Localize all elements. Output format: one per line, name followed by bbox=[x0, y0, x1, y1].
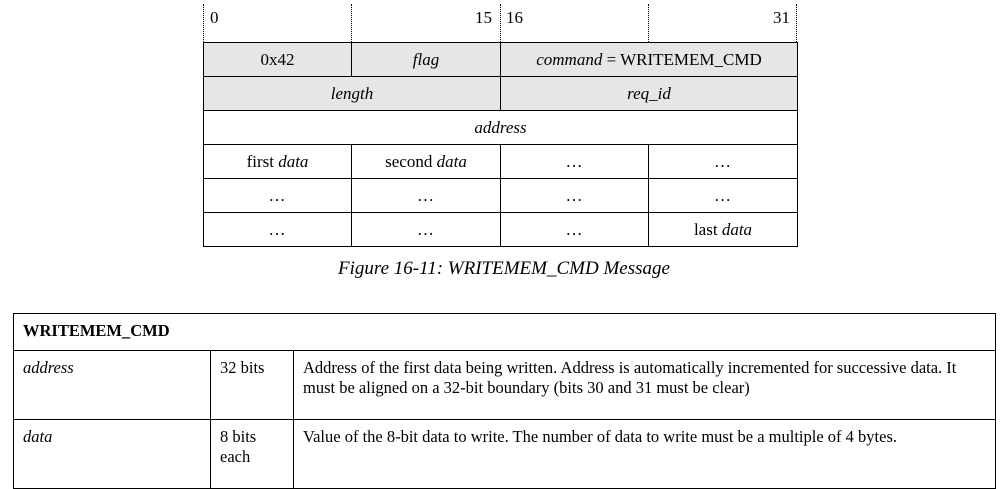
packet-cell-ellipsis: … bbox=[203, 178, 352, 213]
packet-cell-ellipsis: … bbox=[500, 144, 649, 179]
packet-cell-second-data: second data bbox=[351, 144, 501, 179]
bit-label-0: 0 bbox=[210, 8, 219, 27]
dropline-bit-24 bbox=[648, 4, 649, 42]
bit-label-16: 16 bbox=[506, 8, 523, 27]
packet-cell-address: address bbox=[203, 110, 798, 145]
packet-cell-req-id: req_id bbox=[500, 76, 798, 111]
packet-cell-second-data-field: data bbox=[436, 151, 467, 171]
packet-cell-last-data-field: data bbox=[721, 219, 753, 239]
packet-row-data-middle: … … … … bbox=[203, 178, 798, 213]
packet-cell-command-field: command bbox=[536, 49, 603, 69]
bit-label-31: 31 bbox=[773, 8, 790, 27]
field-name-address: address bbox=[13, 350, 211, 420]
dropline-bit-0 bbox=[203, 4, 204, 42]
field-description-table-wrapper: WRITEMEM_CMD address 32 bits Address of … bbox=[13, 313, 996, 489]
packet-cell-flag: flag bbox=[351, 42, 501, 77]
packet-cell-magic: 0x42 bbox=[203, 42, 352, 77]
table-row: data 8 bits each Value of the 8-bit data… bbox=[13, 419, 996, 489]
packet-cell-command: command = WRITEMEM_CMD bbox=[500, 42, 798, 77]
dropline-bit-8 bbox=[351, 4, 352, 42]
bit-label-15: 15 bbox=[475, 8, 492, 27]
packet-layout-table: 0x42 flag command = WRITEMEM_CMD length … bbox=[203, 42, 798, 247]
packet-row-header-word: 0x42 flag command = WRITEMEM_CMD bbox=[203, 42, 798, 77]
packet-row-data-first: first data second data … … bbox=[203, 144, 798, 179]
packet-row-length-reqid: length req_id bbox=[203, 76, 798, 111]
packet-cell-second-data-prefix: second bbox=[385, 151, 437, 171]
packet-row-address: address bbox=[203, 110, 798, 145]
bit-position-ruler: 0 15 16 31 bbox=[203, 0, 797, 42]
table-row: address 32 bits Address of the first dat… bbox=[13, 350, 996, 420]
field-description-table: WRITEMEM_CMD address 32 bits Address of … bbox=[13, 313, 996, 489]
packet-cell-first-data: first data bbox=[203, 144, 352, 179]
packet-cell-command-value: = WRITEMEM_CMD bbox=[602, 49, 762, 69]
packet-row-data-last: … … … last data bbox=[203, 212, 798, 247]
packet-cell-ellipsis: … bbox=[500, 178, 649, 213]
packet-cell-first-data-field: data bbox=[278, 151, 309, 171]
desc-table-title: WRITEMEM_CMD bbox=[13, 313, 996, 351]
field-size-address: 32 bits bbox=[210, 350, 294, 420]
packet-cell-ellipsis: … bbox=[648, 144, 798, 179]
field-description-address: Address of the first data being written.… bbox=[293, 350, 996, 420]
packet-cell-ellipsis: … bbox=[351, 212, 501, 247]
packet-cell-ellipsis: … bbox=[351, 178, 501, 213]
packet-cell-ellipsis: … bbox=[500, 212, 649, 247]
field-name-data: data bbox=[13, 419, 211, 489]
desc-header-row: WRITEMEM_CMD bbox=[13, 313, 996, 351]
field-description-data: Value of the 8-bit data to write. The nu… bbox=[293, 419, 996, 489]
packet-cell-ellipsis: … bbox=[203, 212, 352, 247]
dropline-bit-31 bbox=[796, 4, 797, 42]
packet-cell-ellipsis: … bbox=[648, 178, 798, 213]
packet-cell-last-data-prefix: last bbox=[693, 219, 722, 239]
packet-cell-length: length bbox=[203, 76, 501, 111]
figure-caption: Figure 16-11: WRITEMEM_CMD Message bbox=[338, 258, 670, 279]
field-size-data: 8 bits each bbox=[210, 419, 294, 489]
packet-cell-last-data: last data bbox=[648, 212, 798, 247]
packet-format-figure: 0 15 16 31 0x42 flag command = WRITEMEM_… bbox=[203, 0, 798, 247]
packet-cell-first-data-prefix: first bbox=[246, 151, 279, 171]
dropline-bit-16 bbox=[500, 4, 501, 42]
